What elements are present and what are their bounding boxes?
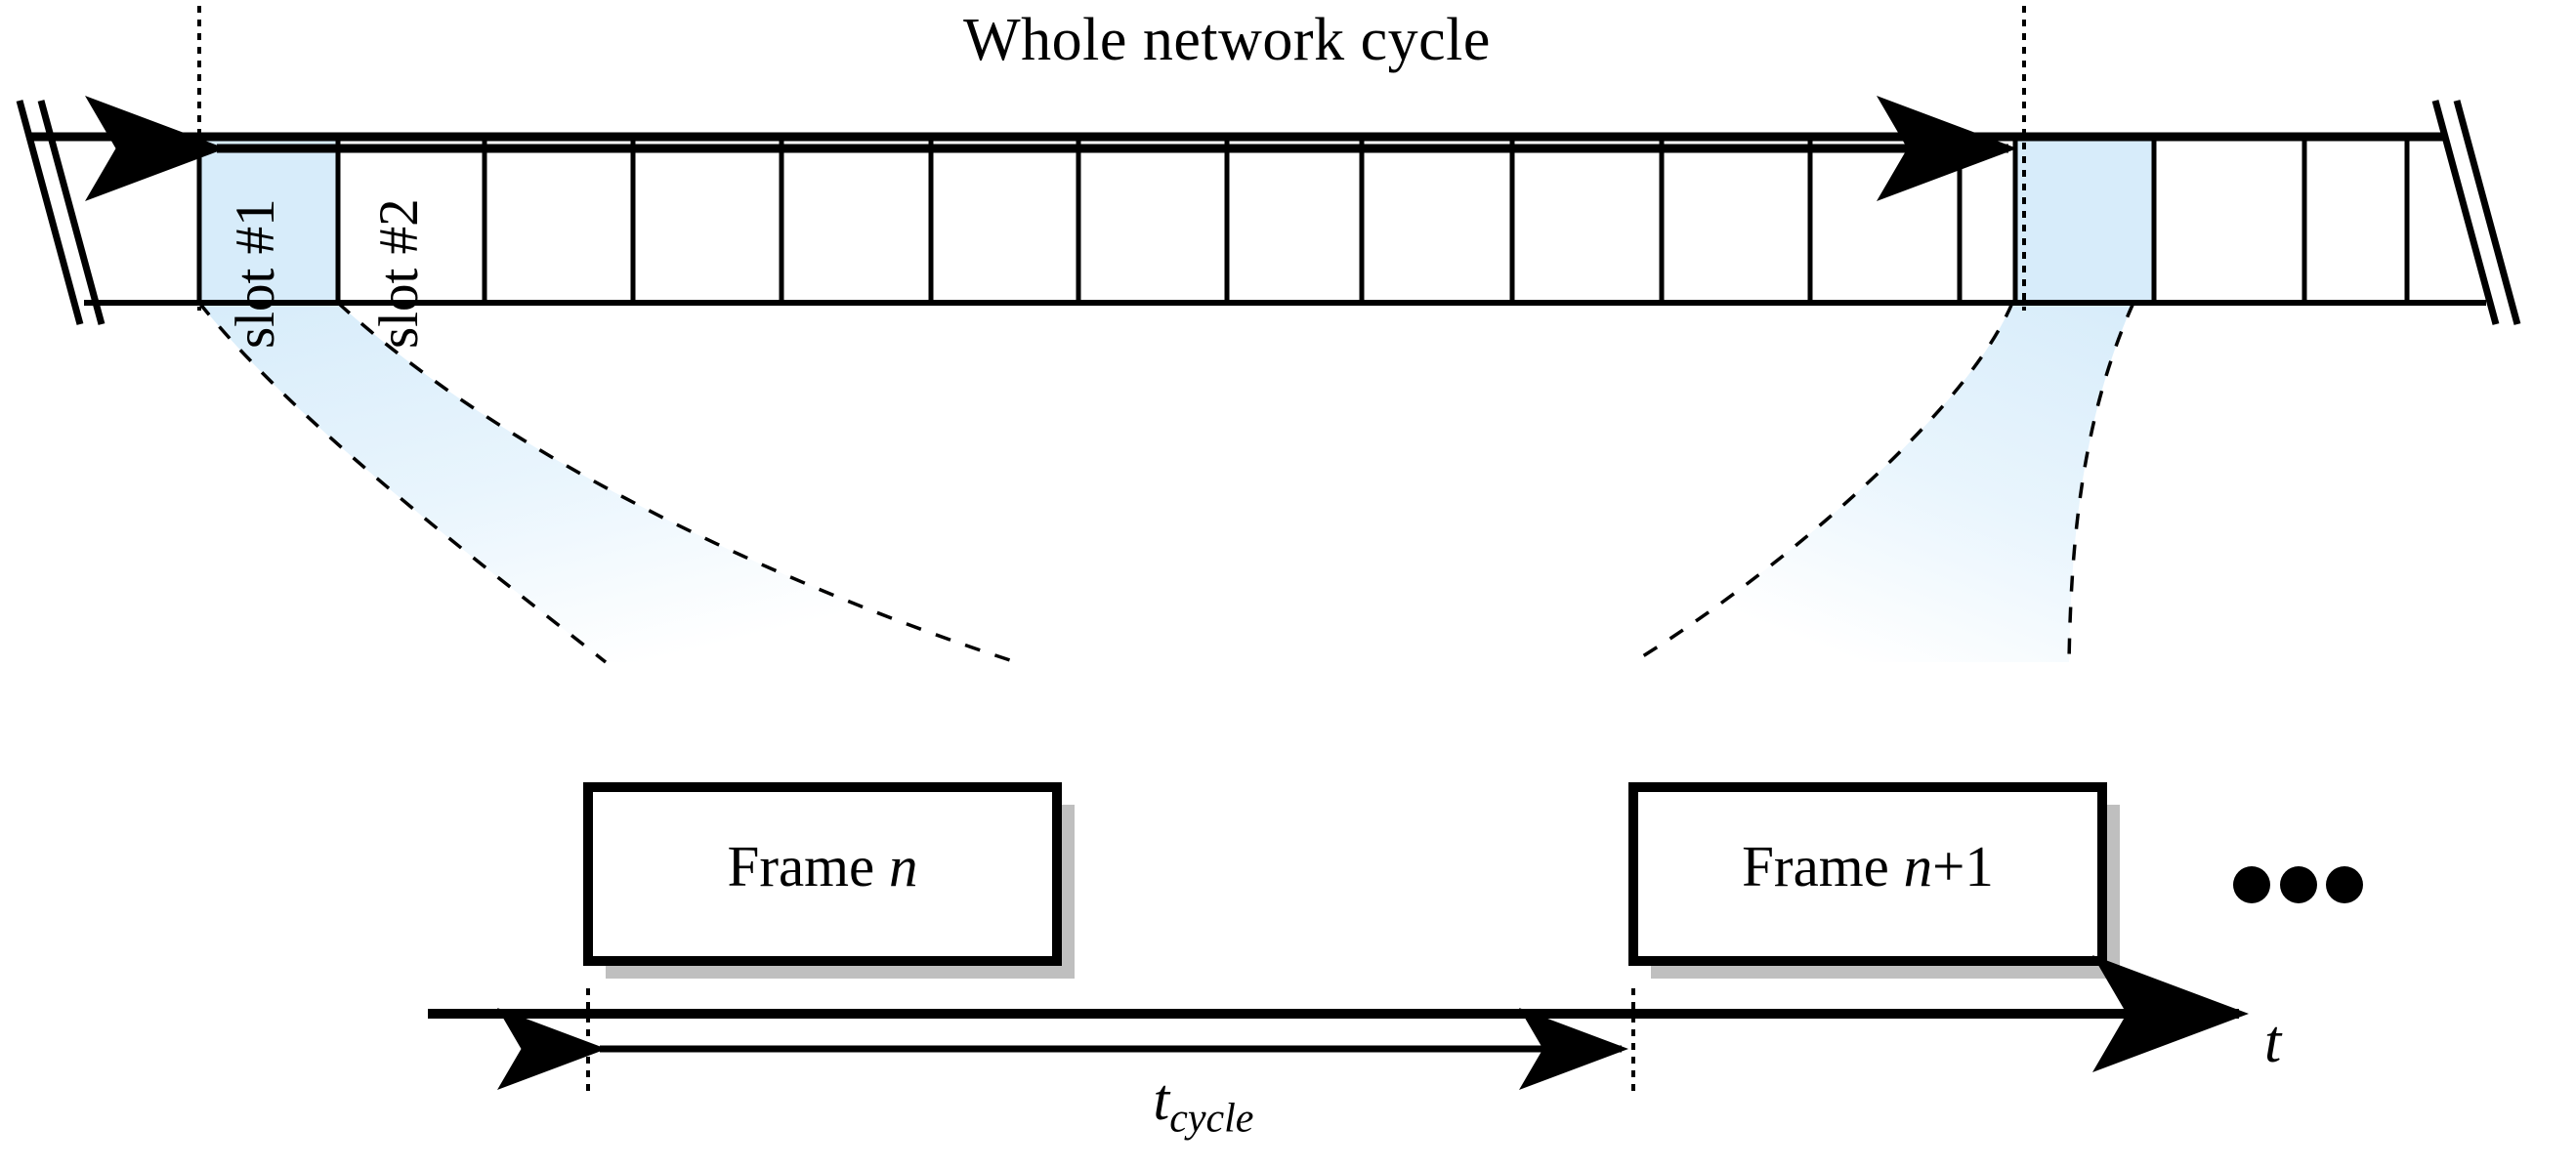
cycle-title: Whole network cycle [963,7,1491,73]
frame-n-prefix: Frame [727,834,889,898]
slot-label-2: slot #2 [368,198,430,349]
time-axis-label: t [2264,1009,2282,1075]
break-mark-left [16,100,106,325]
frame-n1-caption-wrap: Frame n+1 [1633,787,2102,961]
slot-highlight-13 [2015,137,2154,303]
break-mark-right [2431,100,2521,325]
connector-band-left [197,301,1017,664]
connector-band-right [1632,302,2135,664]
frame-n-caption: Frame n [588,838,1057,896]
frame-n1-prefix: Frame [1742,834,1904,898]
tcycle-measure [497,988,1635,1098]
slot-label-1: slot #1 [225,198,286,349]
frame-n-index: n [888,834,918,898]
tcycle-label: tcycle [1047,1070,1360,1140]
tcycle-subscript: cycle [1169,1096,1254,1142]
ellipsis-dots [2233,866,2363,903]
frame-n1-suffix: +1 [1932,834,1994,898]
tcycle-base: t [1153,1067,1170,1132]
frame-n-caption-wrap: Frame n [588,787,1057,961]
frame-box-n[interactable] [583,782,1075,979]
frame-box-n-plus-1[interactable] [1628,782,2120,979]
frame-n-plus-1-caption: Frame n+1 [1633,838,2102,896]
frame-n1-index: n [1903,834,1933,898]
